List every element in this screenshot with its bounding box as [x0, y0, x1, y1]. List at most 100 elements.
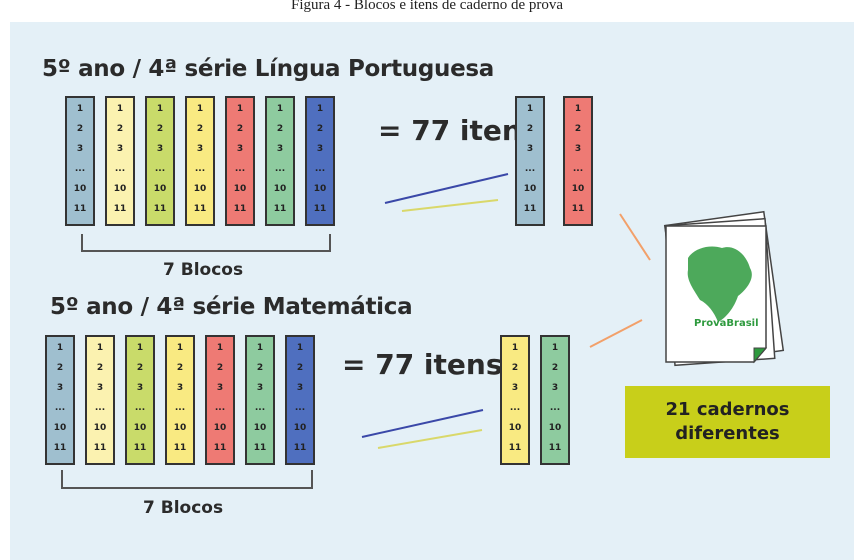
block-item: 11 [571, 204, 585, 214]
block-item: 2 [196, 124, 204, 134]
block-item: 1 [316, 104, 324, 114]
block-item: 3 [551, 383, 559, 393]
block-item: ... [274, 164, 286, 174]
block-item: 10 [173, 423, 187, 433]
select-line-blue-1 [384, 173, 509, 204]
block-item: 2 [96, 363, 104, 373]
block-item: ... [214, 403, 226, 413]
block-item: 11 [523, 204, 537, 214]
block-item: ... [234, 164, 246, 174]
block-item: ... [174, 403, 186, 413]
block-item: 2 [511, 363, 519, 373]
block-item: ... [314, 164, 326, 174]
block-item: 10 [213, 423, 227, 433]
block-item: 2 [156, 124, 164, 134]
section-title-matematica: 5º ano / 4ª série Matemática [50, 294, 413, 320]
block-item: 1 [156, 104, 164, 114]
block-item: 11 [293, 443, 307, 453]
block-item: 2 [216, 363, 224, 373]
block-item: 10 [313, 184, 327, 194]
block-item: 11 [193, 204, 207, 214]
block-item: 10 [508, 423, 522, 433]
block-item: 1 [574, 104, 582, 114]
block-item: 2 [296, 363, 304, 373]
block-item: 1 [96, 343, 104, 353]
block-item: 3 [56, 383, 64, 393]
blocos-label-matematica: 7 Blocos [143, 498, 224, 518]
block-item: 3 [574, 144, 582, 154]
block-item: 2 [316, 124, 324, 134]
block-item: 10 [93, 423, 107, 433]
block-item: 1 [176, 343, 184, 353]
section-title-portugues: 5º ano / 4ª série Língua Portuguesa [42, 56, 494, 82]
select-line-yellow-2 [377, 429, 483, 449]
block-item: ... [54, 403, 66, 413]
block-item: 2 [276, 124, 284, 134]
block-item: ... [549, 403, 561, 413]
block-item: 10 [571, 184, 585, 194]
block-item: 1 [116, 104, 124, 114]
block-item: 3 [276, 144, 284, 154]
block-item: 3 [176, 383, 184, 393]
block-item: 1 [236, 104, 244, 114]
block-item: ... [194, 164, 206, 174]
block-item: 3 [156, 144, 164, 154]
block-item: ... [524, 164, 536, 174]
result-box: 21 cadernos diferentes [625, 386, 830, 458]
block-item: 10 [53, 423, 67, 433]
block-item: 2 [256, 363, 264, 373]
block-3: 1 2 3... 10 11 [125, 335, 155, 465]
block-item: 10 [113, 184, 127, 194]
block-item: 10 [523, 184, 537, 194]
block-item: 11 [173, 443, 187, 453]
block-item: 3 [256, 383, 264, 393]
block-item: 11 [233, 204, 247, 214]
orange-line-2 [589, 319, 643, 348]
block-item: 10 [73, 184, 87, 194]
block-item: 3 [526, 144, 534, 154]
block-item: 2 [236, 124, 244, 134]
booklet-stack-icon [663, 210, 785, 367]
block-item: 2 [551, 363, 559, 373]
block-item: 3 [136, 383, 144, 393]
block-item: 1 [76, 104, 84, 114]
block-item: 1 [551, 343, 559, 353]
block-item: 11 [313, 204, 327, 214]
block-item: 3 [196, 144, 204, 154]
figure-caption: Figura 4 - Blocos e itens de caderno de … [291, 0, 563, 13]
block-item: 1 [511, 343, 519, 353]
block-item: 2 [526, 124, 534, 134]
block-item: ... [294, 403, 306, 413]
result-line-2: diferentes [675, 423, 780, 444]
block-item: 2 [136, 363, 144, 373]
block-item: ... [154, 164, 166, 174]
equation-portugues: = 77 itens [378, 114, 539, 147]
block-item: 3 [316, 144, 324, 154]
brazil-map-icon [687, 246, 752, 322]
block-item: 3 [236, 144, 244, 154]
block-item: 2 [76, 124, 84, 134]
block-item: ... [74, 164, 86, 174]
block-item: 11 [53, 443, 67, 453]
block-item: 1 [136, 343, 144, 353]
block-item: 11 [133, 443, 147, 453]
block-item: ... [134, 403, 146, 413]
block-item: 10 [133, 423, 147, 433]
block-item: 10 [273, 184, 287, 194]
block-item: 11 [93, 443, 107, 453]
booklet-brand: ProvaBrasil [694, 318, 759, 329]
block-item: 3 [116, 144, 124, 154]
